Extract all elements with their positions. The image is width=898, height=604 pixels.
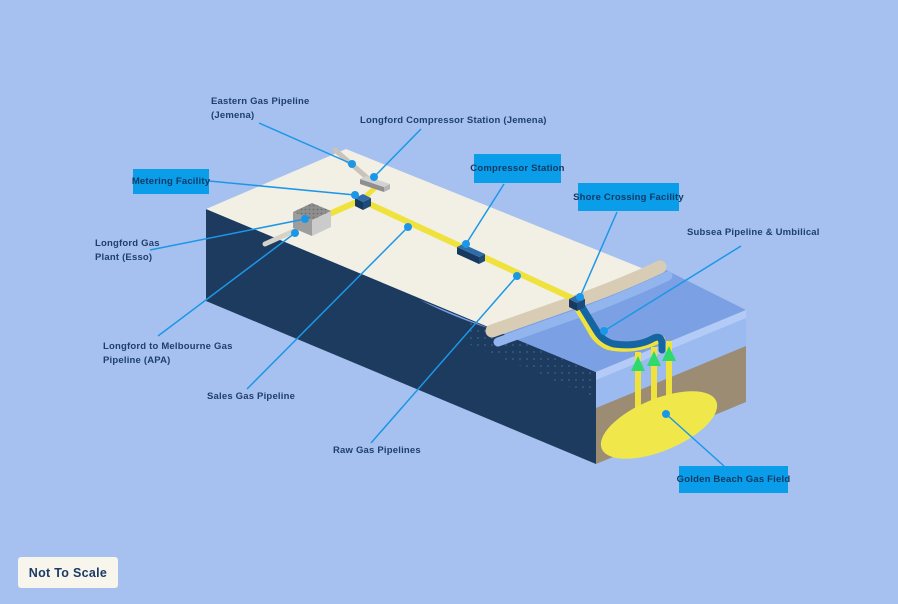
gas-field-blob	[600, 391, 718, 459]
label-box-metering-facility[interactable]: Metering Facility	[132, 169, 210, 194]
label-line: Plant (Esso)	[95, 252, 153, 263]
label-sales-gas-pipeline: Sales Gas Pipeline	[207, 391, 296, 402]
flow-arrows	[631, 346, 676, 371]
leader-melbourne	[157, 232, 296, 337]
leader-compressor	[465, 183, 505, 245]
flow-arrow-icon	[631, 356, 645, 371]
not-to-scale-badge: Not To Scale	[18, 557, 118, 588]
leader-longford-plant	[149, 218, 306, 251]
flow-arrow-icon	[647, 351, 661, 366]
subsea-development	[570, 295, 718, 459]
leader-raw-gas	[370, 275, 518, 444]
label-box-compressor-station[interactable]: Compressor Station	[470, 154, 565, 183]
label-line: (Jemena)	[211, 110, 255, 121]
label-line: Longford to Melbourne Gas	[103, 341, 233, 352]
subsea-pipeline	[573, 295, 666, 354]
label-longford-compressor-station: Longford Compressor Station (Jemena)	[360, 115, 547, 126]
label-line: Eastern Gas Pipeline	[211, 96, 310, 107]
label-line: Longford Gas	[95, 238, 160, 249]
navy-face	[206, 209, 596, 464]
label-longford-gas-plant: Longford Gas Plant (Esso)	[95, 237, 160, 265]
leader-sales-gas	[246, 226, 409, 390]
leader-eastern-gas	[258, 122, 353, 165]
leader-lines	[149, 122, 742, 467]
leader-shore-crossing	[579, 211, 618, 298]
flow-arrow-icon	[662, 346, 676, 361]
label-subsea-pipeline: Subsea Pipeline & Umbilical	[687, 227, 820, 238]
label-box-shore-crossing-facility[interactable]: Shore Crossing Facility	[573, 183, 684, 211]
label-box-golden-beach-gas-field[interactable]: Golden Beach Gas Field	[677, 466, 790, 493]
leader-metering	[208, 180, 356, 196]
leader-longford-compressor	[373, 128, 422, 178]
label-line: Pipeline (APA)	[103, 355, 171, 366]
label-raw-gas-pipelines: Raw Gas Pipelines	[333, 445, 421, 456]
shallow-water-band	[493, 271, 673, 347]
label-eastern-gas-pipeline: Eastern Gas Pipeline (Jemena)	[211, 95, 310, 123]
metering-cube	[355, 194, 371, 210]
leader-subsea	[603, 245, 742, 332]
jemena-compressor-bar	[360, 176, 390, 192]
leader-golden-beach	[665, 413, 725, 467]
label-melbourne-pipeline: Longford to Melbourne Gas Pipeline (APA)	[103, 340, 233, 368]
melbourne-pipe	[262, 228, 297, 247]
leader-dots	[291, 160, 670, 418]
